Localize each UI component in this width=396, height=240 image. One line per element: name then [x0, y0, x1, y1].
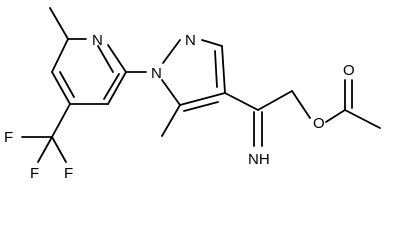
bond	[162, 39, 181, 64]
atom-label-n-pyrazole-2: N	[185, 32, 196, 49]
atom-label-o-ester: O	[313, 115, 325, 132]
atom-label-n-pyridine: N	[92, 32, 103, 49]
f-bond	[37, 136, 53, 163]
f-bond	[51, 136, 67, 163]
bond	[221, 45, 226, 94]
bond	[183, 101, 219, 112]
bond	[103, 73, 120, 100]
pyridine-ring	[51, 38, 127, 105]
bond	[107, 71, 127, 105]
atom-label-f-left: F	[30, 165, 39, 182]
chemical-structure-diagram: N N N O O F F F NH	[4, 7, 381, 182]
bond	[107, 44, 127, 73]
bond	[214, 50, 218, 88]
bond	[201, 39, 223, 47]
bond	[59, 71, 75, 98]
atom-label-imine: NH	[248, 151, 270, 168]
cf3-bond	[51, 103, 71, 138]
bond	[51, 71, 71, 105]
bond	[51, 38, 69, 73]
pyrazole-ring	[161, 39, 226, 112]
atom-label-f-bottom: F	[64, 165, 73, 182]
bond	[97, 45, 114, 73]
atom-label-f-top: F	[4, 129, 13, 146]
ch2-o-bond	[291, 90, 311, 119]
methyl-bond	[161, 104, 181, 137]
o-c-bond	[325, 109, 346, 123]
ch2-bond	[257, 90, 293, 111]
atom-label-o-carbonyl: O	[343, 62, 355, 79]
bond	[179, 92, 226, 106]
methyl-bond	[49, 7, 69, 40]
acetyl-methyl-bond	[344, 109, 381, 129]
bond	[161, 79, 181, 106]
atom-label-n-pyrazole-1: N	[151, 65, 162, 82]
side-chain-bond	[224, 92, 259, 111]
